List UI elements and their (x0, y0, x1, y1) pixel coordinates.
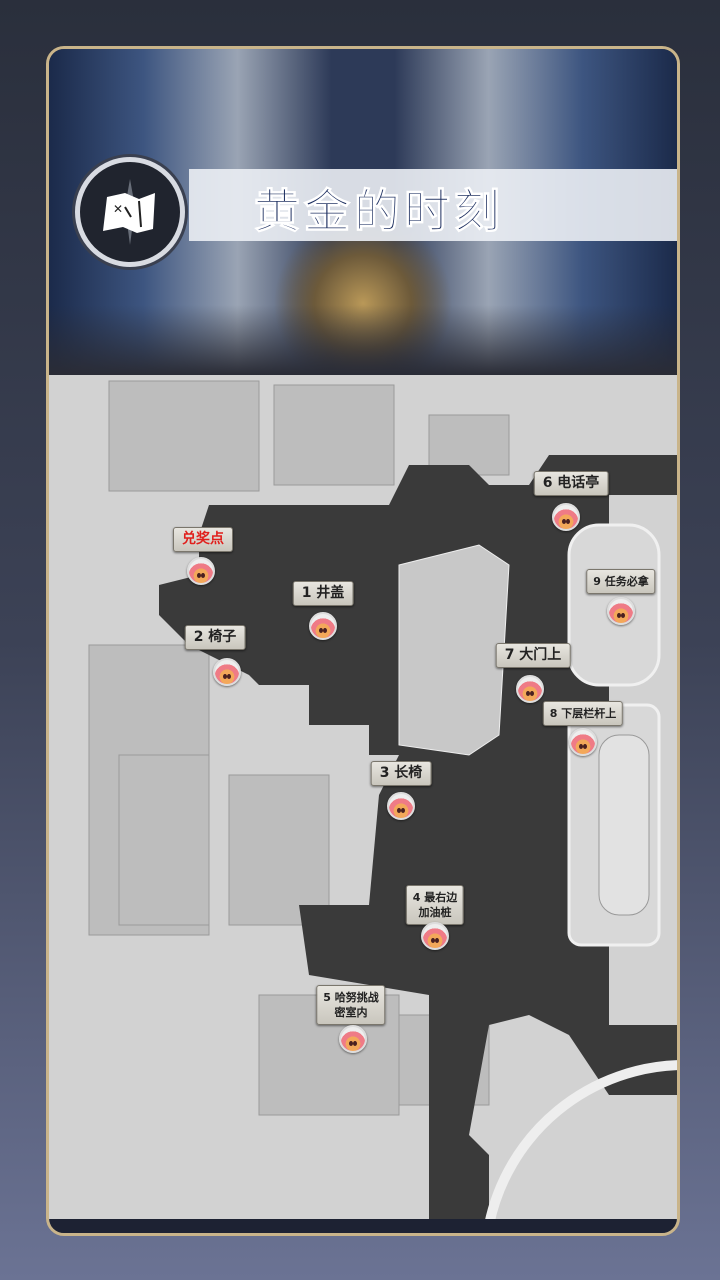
marker-label-3: 3 长椅 (370, 761, 432, 786)
marker-label-5: 5 哈努挑战密室内 (316, 985, 386, 1025)
marker-8-icon[interactable] (569, 728, 597, 756)
marker-6-icon[interactable] (552, 503, 580, 531)
card-bottom-edge (49, 1219, 677, 1233)
marker-4-line1: 4 最右边 (412, 891, 458, 904)
marker-5-line2: 密室内 (334, 1006, 368, 1019)
guide-card: ✕ 黄金的时刻 兑奖点 1 井盖 2 椅子 3 长椅 4 最右边加油桩 5 哈努… (46, 46, 680, 1236)
map-drawing (49, 375, 677, 1225)
marker-2-icon[interactable] (213, 658, 241, 686)
marker-label-1: 1 井盖 (292, 581, 354, 606)
marker-1-icon[interactable] (309, 612, 337, 640)
treasure-map-icon: ✕ (75, 157, 185, 267)
marker-label-6: 6 电话亭 (533, 471, 609, 496)
map-area[interactable]: 兑奖点 1 井盖 2 椅子 3 长椅 4 最右边加油桩 5 哈努挑战密室内 6 … (49, 375, 677, 1225)
marker-label-7: 7 大门上 (495, 643, 571, 668)
marker-3-icon[interactable] (387, 792, 415, 820)
marker-label-8: 8 下层栏杆上 (542, 701, 624, 726)
marker-label-redeem: 兑奖点 (173, 527, 233, 552)
marker-9-icon[interactable] (607, 597, 635, 625)
marker-redeem-icon[interactable] (187, 557, 215, 585)
svg-text:✕: ✕ (113, 202, 123, 216)
marker-7-icon[interactable] (516, 675, 544, 703)
marker-label-9: 9 任务必拿 (586, 569, 656, 594)
marker-5-icon[interactable] (339, 1025, 367, 1053)
marker-4-icon[interactable] (421, 922, 449, 950)
title-band (189, 169, 677, 241)
page-title: 黄金的时刻 (254, 184, 504, 239)
marker-label-4: 4 最右边加油桩 (405, 885, 465, 925)
marker-label-2: 2 椅子 (184, 625, 246, 650)
marker-5-line1: 5 哈努挑战 (323, 991, 379, 1004)
marker-4-line2: 加油桩 (418, 906, 452, 919)
